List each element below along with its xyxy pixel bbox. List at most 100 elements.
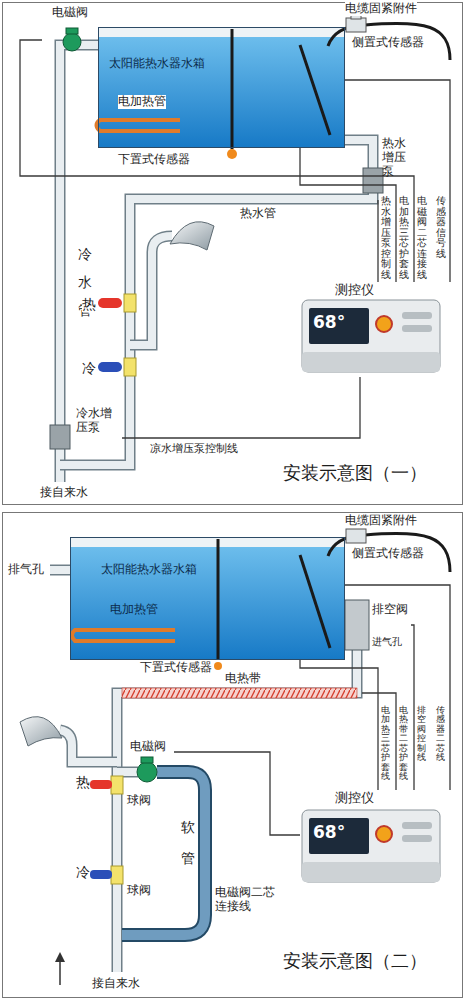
control-wire: [411, 625, 414, 790]
solenoid-valve: [141, 757, 153, 763]
controller-case: [302, 810, 440, 882]
drain-valve: [345, 600, 369, 650]
component-box: 电磁阀: [122, 738, 174, 788]
vent-pipe: [50, 565, 70, 576]
cable-fitting: [346, 18, 366, 32]
part-label: 下置式传感器: [140, 661, 212, 675]
part-label: 进气孔: [372, 636, 402, 648]
part-label: 接自来水: [40, 486, 88, 500]
water-tank: 太阳能热水器水箱: [98, 27, 345, 148]
water-tank: 太阳能热水器水箱: [70, 537, 345, 660]
wire-label: 传感器二芯线: [436, 706, 445, 763]
heating-element: [97, 120, 181, 131]
controller-device: [302, 810, 440, 882]
part-label: 软管: [181, 812, 195, 874]
hot-tap: [90, 780, 112, 789]
shower-pipe: [130, 236, 172, 345]
component-label: 太阳能热水器水箱: [109, 57, 205, 71]
shower-head: [20, 717, 62, 746]
controller-button: [402, 822, 432, 829]
part-label: 侧置式传感器: [352, 36, 424, 50]
controller-button: [402, 835, 432, 842]
tank-top: [98, 27, 345, 37]
side-sensor: [300, 45, 330, 135]
figure-caption: 安装示意图（一）: [283, 463, 427, 484]
ball-valve: [111, 776, 123, 794]
control-wire: [345, 585, 450, 790]
part-label: 68°: [313, 823, 345, 843]
side-sensor: [300, 555, 330, 648]
wire-label: 电加热三芯护套线: [381, 706, 390, 782]
component-label: 测控仪: [335, 283, 374, 298]
part-label: 热: [76, 774, 90, 790]
controller-base: [302, 352, 440, 372]
flow-arrow: [59, 958, 61, 985]
controller-button: [402, 312, 432, 319]
controller-case: [302, 300, 440, 372]
component-label: 电热带: [225, 672, 261, 686]
component-label: 排空阀: [372, 603, 408, 617]
shower-pipe: [60, 730, 117, 762]
controller-dial: [376, 826, 392, 842]
hot-tap: [98, 298, 122, 308]
component-label: 冷水增压泵: [76, 407, 116, 435]
control-wire: [362, 693, 396, 790]
component-label: 测控仪: [335, 791, 374, 806]
part-label: 热水管: [240, 207, 276, 221]
controller-base: [302, 862, 440, 882]
cold-water-pump: [50, 425, 70, 449]
control-wire: [377, 200, 378, 282]
part-label: 下置式传感器: [118, 153, 190, 167]
wire-label: 传感器信号线: [436, 196, 446, 259]
control-wire: [300, 660, 378, 790]
part-label: 接自来水: [92, 977, 140, 991]
solenoid-valve: [63, 33, 81, 51]
component-box: 电磁阀: [42, 4, 98, 56]
pipe-joint: [124, 358, 136, 376]
hose: [122, 772, 205, 935]
sensor-rod: [217, 539, 220, 660]
wire-label: 电磁阀二芯连接线: [417, 196, 427, 280]
hot-water-pump: [363, 168, 383, 193]
tank-water: [70, 547, 345, 660]
wire-label: 电热带二芯护套线: [399, 706, 408, 782]
wire-label: 凉水增压泵控制线: [150, 443, 238, 456]
cold-tap: [98, 362, 122, 372]
sensor-rod: [231, 29, 234, 149]
control-wire: [345, 80, 450, 282]
flow-arrow: [55, 952, 65, 962]
wire-label: 电加热三芯护套线: [399, 196, 409, 280]
controller-screen: [309, 818, 369, 854]
part-label: 冷: [76, 864, 90, 880]
wire-label: 排空阀控制线: [417, 706, 426, 763]
diagram-panel: 安装示意图（二） 太阳能热水器水箱排空阀电热带电磁阀测控仪: [2, 512, 463, 998]
ball-valve: [111, 866, 123, 884]
part-label: 电缆固紧附件: [345, 2, 417, 16]
component-label: 电磁阀: [52, 6, 88, 20]
wire-label: 电磁阀二芯连接线: [215, 886, 275, 914]
bottom-sensor: [227, 149, 237, 159]
component-label: 太阳能热水器水箱: [101, 563, 197, 577]
part-label: 电加热管: [110, 603, 158, 617]
component-label: 热水增压泵: [382, 137, 416, 178]
component-box: 热水增压泵: [358, 135, 419, 200]
part-label: 球阀: [127, 884, 151, 898]
solenoid-valve: [66, 28, 78, 34]
control-wire: [122, 377, 360, 438]
hose: [122, 772, 205, 935]
cable-fitting: [346, 529, 366, 543]
controller-dial: [376, 316, 392, 332]
bottom-sensor: [214, 662, 222, 670]
component-box: 冷水增压泵: [45, 405, 122, 455]
valve-pipe: [117, 768, 138, 776]
cold-tap: [90, 870, 112, 879]
component-label: 电磁阀: [130, 740, 166, 754]
part-label: 68°: [313, 313, 345, 333]
figure-caption: 安装示意图（二）: [283, 951, 427, 972]
part-label: 排气孔: [8, 563, 44, 577]
shower-pipe: [130, 236, 172, 345]
tank-top: [70, 537, 345, 547]
shower-pipe: [60, 730, 117, 762]
component-box: 电热带: [198, 670, 362, 700]
